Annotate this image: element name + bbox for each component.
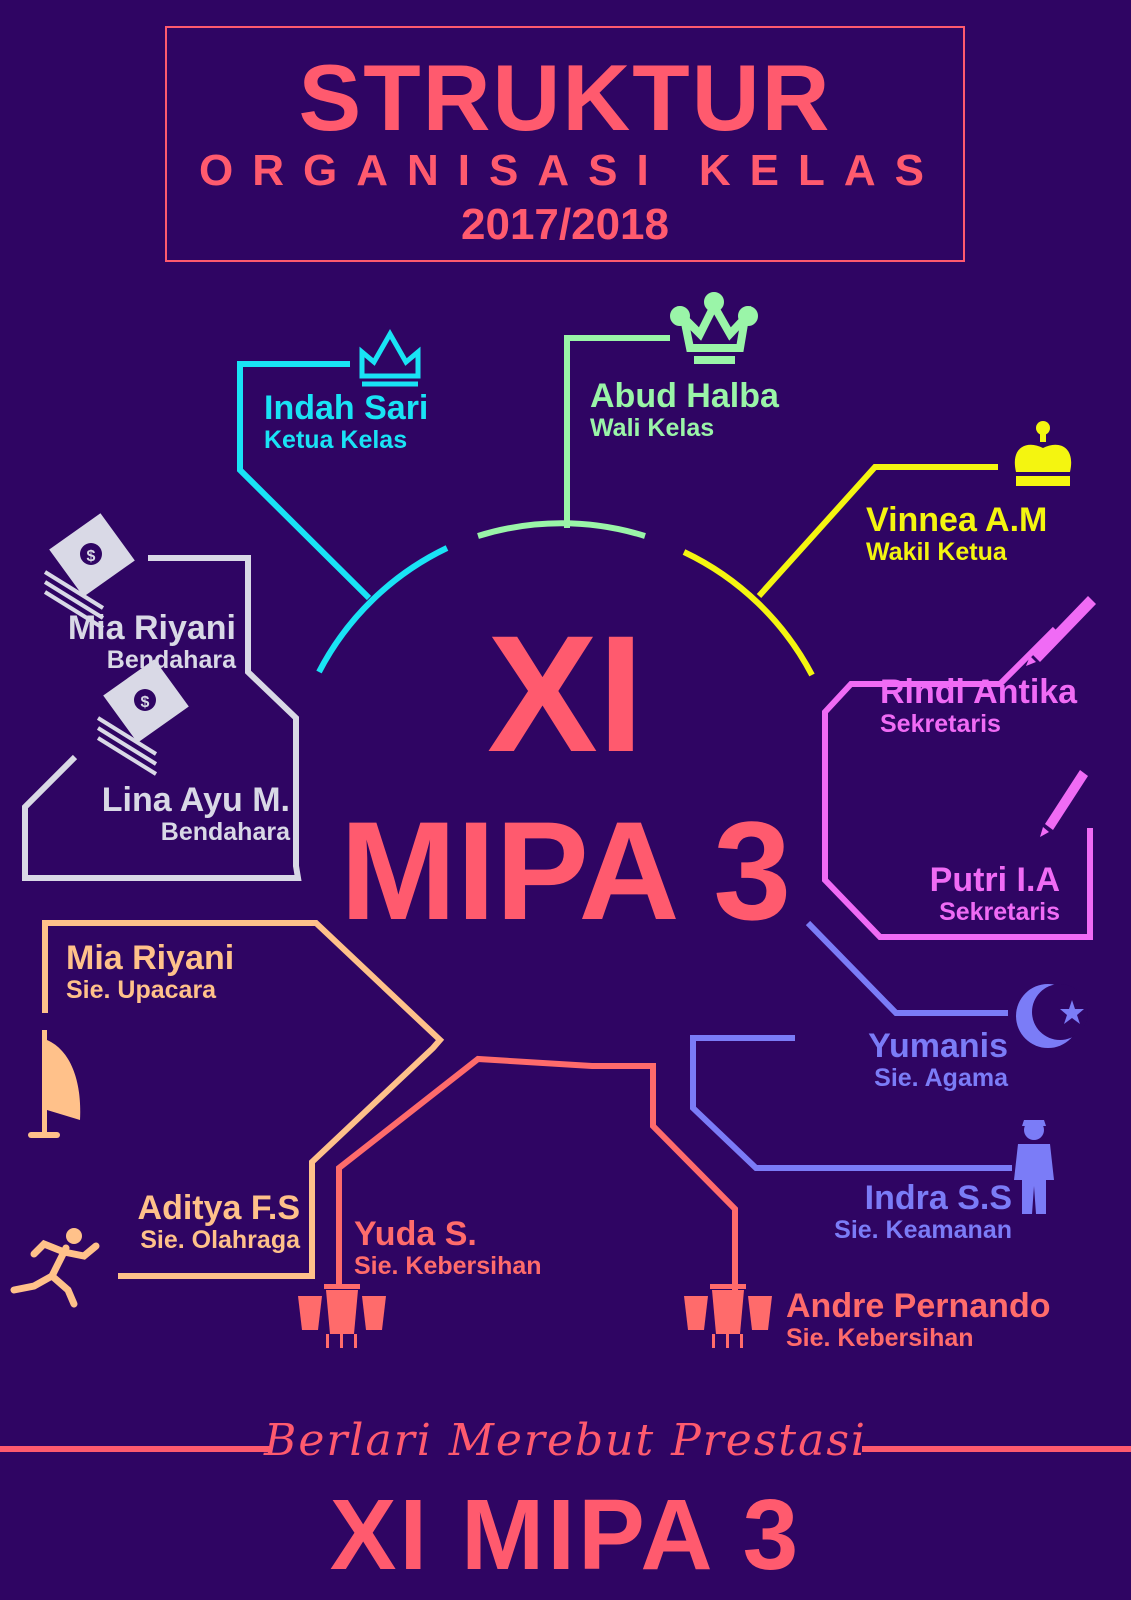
arc-wakil: [682, 549, 815, 677]
line-wali: [564, 335, 670, 528]
title-year: 2017/2018: [461, 200, 669, 249]
member-role: Sie. Olahraga: [140, 1226, 300, 1254]
crown-icon: [670, 292, 758, 364]
member-name: Indra S.S: [864, 1179, 1012, 1217]
member-name: Mia Riyani: [67, 609, 236, 647]
line-kebersihan-1: [336, 1055, 738, 1290]
arc-ketua: [316, 545, 449, 674]
member-role: Bendahara: [160, 818, 290, 846]
member-role: Sie. Agama: [874, 1064, 1008, 1092]
line-ketua: [237, 361, 372, 601]
member-sie-agama: Yumanis Sie. Agama: [800, 1028, 1008, 1092]
member-sie-kebersihan-1: Yuda S. Sie. Kebersihan: [354, 1216, 542, 1280]
member-name: Aditya F.S: [137, 1189, 300, 1227]
member-name: Putri I.A: [929, 861, 1060, 899]
member-wakil-ketua: Vinnea A.M Wakil Ketua: [866, 502, 1047, 566]
svg-text:$: $: [87, 548, 96, 565]
member-name: Rindi Antika: [880, 673, 1078, 711]
line-bendahara-1: [22, 555, 302, 881]
member-role: Sekretaris: [880, 710, 1001, 738]
line-upacara: [42, 920, 445, 1279]
runner-icon: [10, 1228, 100, 1308]
center-class-name: MIPA 3: [340, 792, 792, 949]
line-sekretaris: [822, 626, 1093, 940]
pen-icon: [1026, 596, 1096, 666]
motto-divider-left: [0, 1446, 270, 1452]
flag-icon: [28, 1030, 81, 1138]
title-box: STRUKTUR ORGANISASI KELAS 2017/2018: [165, 26, 965, 262]
money-icon: $: [96, 659, 189, 776]
member-role: Sie. Kebersihan: [786, 1324, 974, 1352]
member-name: Mia Riyani: [66, 939, 235, 977]
motto-divider-right: [862, 1446, 1131, 1452]
king-crown-icon: [1014, 421, 1072, 486]
member-name: Vinnea A.M: [866, 501, 1048, 539]
member-name: Yuda S.: [354, 1215, 477, 1253]
center-class-grade: XI: [487, 602, 644, 787]
member-role: Sie. Keamanan: [834, 1216, 1012, 1244]
member-sie-kebersihan-2: Andre Pernando Sie. Kebersihan: [786, 1288, 1050, 1352]
svg-text:$: $: [141, 694, 150, 711]
member-role: Ketua Kelas: [264, 426, 408, 454]
line-keamanan: [690, 1035, 1012, 1171]
member-name: Abud Halba: [590, 377, 779, 415]
motto-text: Berlari Merebut Prestasi: [264, 1415, 867, 1466]
member-name: Indah Sari: [264, 389, 429, 427]
member-name: Andre Pernando: [786, 1287, 1051, 1325]
soldier-icon: [1014, 1120, 1054, 1214]
crescent-star-icon: [1016, 984, 1088, 1048]
member-sekretaris-2: Putri I.A Sekretaris: [860, 862, 1060, 926]
member-sie-upacara: Mia Riyani Sie. Upacara: [66, 940, 234, 1004]
member-sekretaris-1: Rindi Antika Sekretaris: [880, 674, 1077, 738]
trash-bins-icon: [684, 1284, 772, 1348]
footer-class-name: XI MIPA 3: [329, 1479, 802, 1591]
member-role: Sekretaris: [939, 898, 1060, 926]
title-subtitle: ORGANISASI KELAS: [198, 146, 944, 195]
member-sie-olahraga: Aditya F.S Sie. Olahraga: [80, 1190, 300, 1254]
trash-bins-icon: [298, 1284, 386, 1348]
member-bendahara-2: Lina Ayu M. Bendahara: [40, 782, 290, 846]
crown-icon: [359, 328, 421, 387]
title-main: STRUKTUR: [298, 45, 832, 150]
member-role: Sie. Kebersihan: [354, 1252, 542, 1280]
line-wakil: [756, 464, 998, 599]
member-ketua-kelas: Indah Sari Ketua Kelas: [264, 390, 428, 454]
member-wali-kelas: Abud Halba Wali Kelas: [590, 378, 779, 442]
member-role: Wakil Ketua: [866, 538, 1007, 566]
member-name: Lina Ayu M.: [101, 781, 290, 819]
member-name: Yumanis: [868, 1027, 1008, 1065]
pen-icon: [1040, 770, 1088, 837]
arc-wali: [477, 520, 646, 539]
member-role: Sie. Upacara: [66, 976, 217, 1004]
member-role: Wali Kelas: [590, 414, 715, 442]
member-role: Bendahara: [106, 646, 236, 674]
member-bendahara-1: Mia Riyani Bendahara: [24, 610, 236, 674]
money-icon: $: [43, 513, 135, 630]
member-sie-keamanan: Indra S.S Sie. Keamanan: [780, 1180, 1012, 1244]
line-agama: [805, 920, 1008, 1016]
